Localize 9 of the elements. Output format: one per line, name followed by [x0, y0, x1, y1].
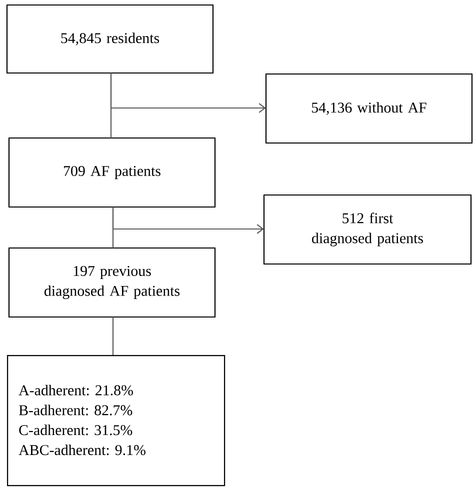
result-box: A-adherent: 21.8% B-adherent: 82.7% C-adherent: 31.5% ABC-adherent: 9.1%: [7, 355, 226, 486]
process-box: 512 first diagnosed patients: [263, 194, 472, 265]
process-box: 54,845 residents: [6, 4, 214, 74]
process-box: 54,136 without AF: [265, 73, 473, 144]
connector-line: [110, 73, 266, 113]
connector-line: [112, 317, 114, 355]
process-box: 197 previous diagnosed AF patients: [8, 247, 216, 318]
connector-line: [112, 207, 264, 234]
process-box: 709 AF patients: [8, 137, 216, 208]
